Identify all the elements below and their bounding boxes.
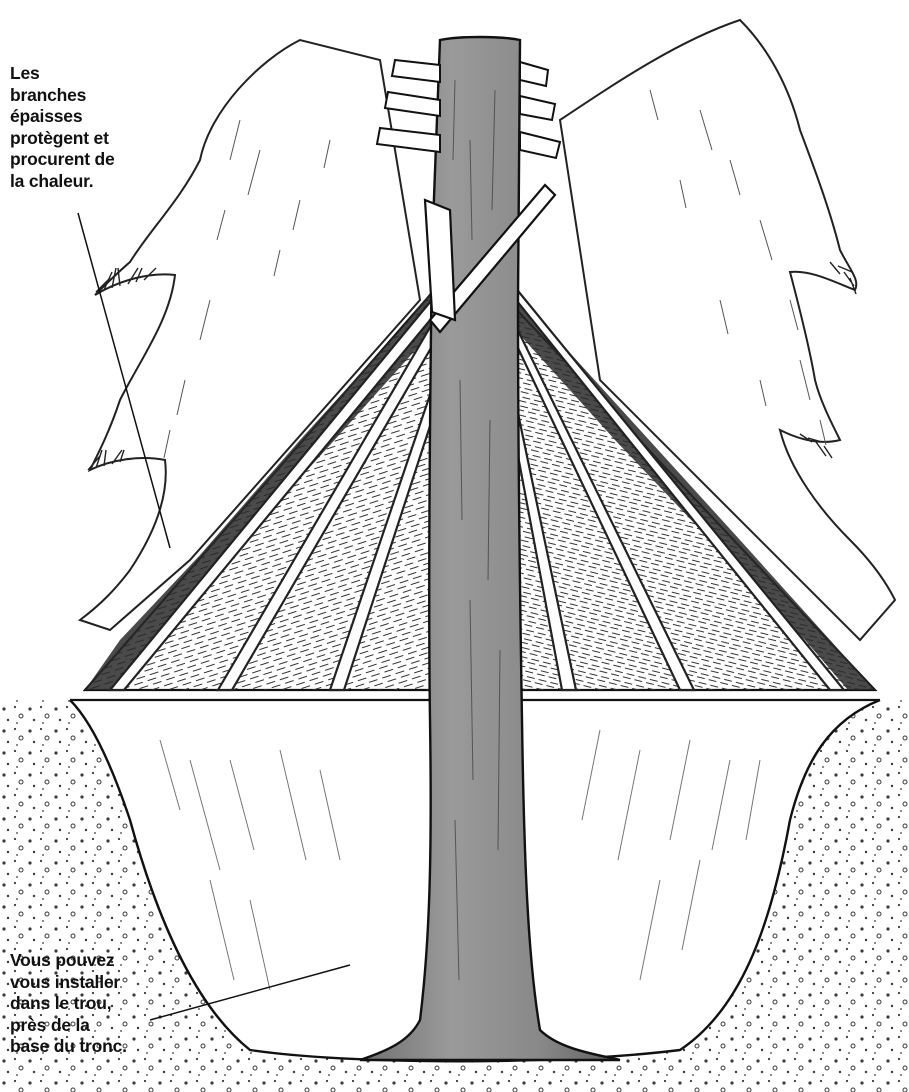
label-pit-seating: Vous pouvez vous installer dans le trou,… bbox=[10, 950, 127, 1058]
label-thick-branches: Les branches épaisses protègent et procu… bbox=[10, 63, 115, 192]
